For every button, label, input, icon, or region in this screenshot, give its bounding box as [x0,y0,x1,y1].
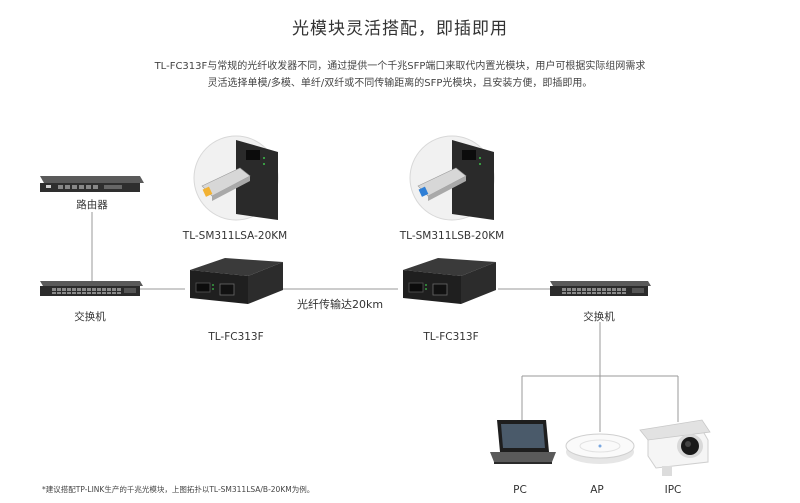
ipc-label: IPC [664,484,682,496]
access-point-icon [565,433,635,464]
module-b-label: TL-SM311LSB-20KM [399,230,505,242]
ip-camera-icon [639,419,711,476]
sfp-module-b-zoom-icon [409,135,495,221]
intro-text: TL-FC313F与常规的光纤收发器不同，通过提供一个千兆SFP端口来取代内置光… [0,58,800,92]
switch-left-icon [40,281,143,296]
footnote: *建议搭配TP-LINK生产的千兆光模块，上图拓扑以TL-SM311LSA/B-… [42,485,315,494]
converter-right-icon [403,258,496,304]
fiber-distance-label: 光纤传输达20km [296,298,384,311]
switch-left-label: 交换机 [74,311,106,323]
ap-label: AP [590,484,604,496]
converter-right-label: TL-FC313F [423,331,479,343]
switch-right-icon [550,281,651,296]
converter-left-label: TL-FC313F [208,331,264,343]
page-title: 光模块灵活搭配，即插即用 [292,19,508,39]
sfp-module-a-zoom-icon [193,135,279,221]
laptop-icon [490,420,556,464]
router-icon [40,176,144,192]
module-a-label: TL-SM311LSA-20KM [182,230,288,242]
router-label: 路由器 [76,199,108,211]
intro-line-1: TL-FC313F与常规的光纤收发器不同，通过提供一个千兆SFP端口来取代内置光… [154,61,646,72]
converter-left-icon [190,258,283,304]
intro-line-2: 灵活选择单模/多模、单纤/双纤或不同传输距离的SFP光模块，且安装方便，即插即用… [207,78,593,89]
pc-label: PC [513,484,527,496]
connection-lines [91,212,679,432]
switch-right-label: 交换机 [583,311,615,323]
